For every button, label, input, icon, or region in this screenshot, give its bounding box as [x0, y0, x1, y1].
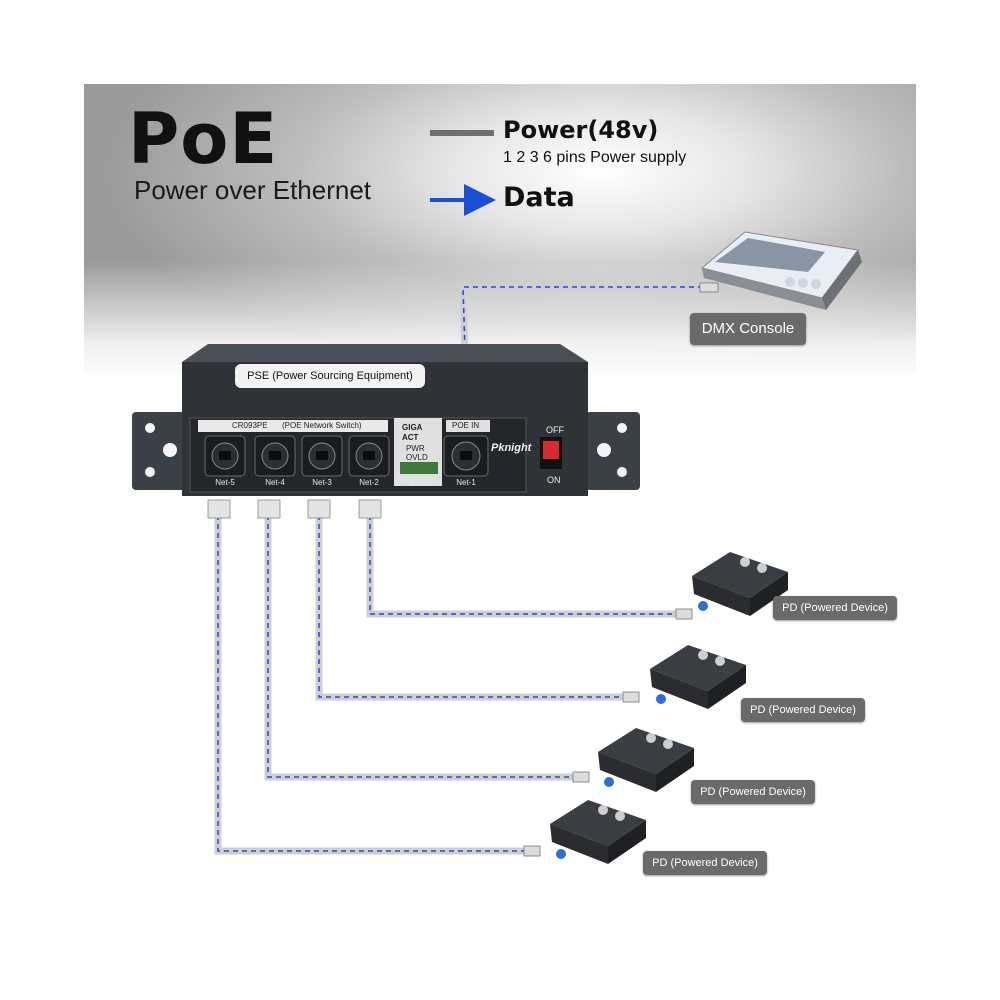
- poe-in-label: POE IN: [452, 421, 480, 430]
- led-pwr-label: PWR: [406, 444, 425, 453]
- port-net-5: [204, 435, 246, 477]
- pse-tag: PSE (Power Sourcing Equipment): [235, 364, 425, 388]
- power-switch-rocker: [543, 441, 559, 459]
- power-legend-label: Power(48v): [503, 116, 659, 144]
- port-label-net-5: Net-5: [215, 478, 235, 487]
- net-2-plug: [358, 499, 382, 519]
- dmx-console-tag: DMX Console: [690, 313, 806, 345]
- led-numbers: 5 4 3 2 1: [396, 477, 428, 486]
- cable-net-5: [214, 515, 524, 855]
- led-act-label: ACT: [402, 433, 419, 442]
- net-3-plug: [307, 499, 331, 519]
- port-label-net-1: Net-1: [456, 478, 476, 487]
- switch-on-label: ON: [547, 475, 561, 485]
- pd-plug: [675, 608, 693, 620]
- power-pins-note: 1 2 3 6 pins Power supply: [503, 149, 687, 166]
- console-plug: [699, 282, 719, 293]
- switch-model: CR093PE: [232, 421, 268, 430]
- right-ear: [586, 412, 640, 490]
- cable-net-3: [315, 515, 623, 701]
- pd-device-3-image: [598, 728, 694, 792]
- dmx-console-image: [700, 231, 862, 310]
- pd-tag-3: PD (Powered Device): [691, 780, 815, 804]
- led-giga-label: GIGA: [402, 423, 423, 432]
- pd-plug: [622, 691, 640, 703]
- brand-logo: Pknight: [491, 442, 532, 454]
- pd-tag-2: PD (Powered Device): [741, 698, 865, 722]
- port-net-1: [443, 435, 489, 477]
- pd-plug: [523, 845, 541, 857]
- net-5-plug: [207, 499, 231, 519]
- port-net-3: [301, 435, 343, 477]
- pd-tag-1: PD (Powered Device): [773, 596, 897, 620]
- pd-plug: [572, 771, 590, 783]
- pd-tag-4: PD (Powered Device): [643, 851, 767, 875]
- switch-model-note: (POE Network Switch): [282, 421, 362, 430]
- led-ovld-label: OVLD: [406, 453, 428, 462]
- port-net-4: [254, 435, 296, 477]
- port-net-2: [348, 435, 390, 477]
- left-ear: [132, 412, 190, 490]
- pd-device-2-image: [650, 645, 746, 709]
- data-legend-label: Data: [503, 182, 575, 213]
- switch-off-label: OFF: [546, 425, 564, 435]
- diagram-title: PoE: [128, 98, 279, 180]
- net-4-plug: [257, 499, 281, 519]
- port-label-net-4: Net-4: [265, 478, 285, 487]
- pd-device-1-image: [692, 552, 788, 616]
- diagram-subtitle: Power over Ethernet: [134, 175, 372, 205]
- port-label-net-3: Net-3: [312, 478, 332, 487]
- cable-net-4: [264, 515, 573, 781]
- cable-net-2: [366, 515, 676, 618]
- port-label-net-2: Net-2: [359, 478, 379, 487]
- pd-device-4-image: [550, 800, 646, 864]
